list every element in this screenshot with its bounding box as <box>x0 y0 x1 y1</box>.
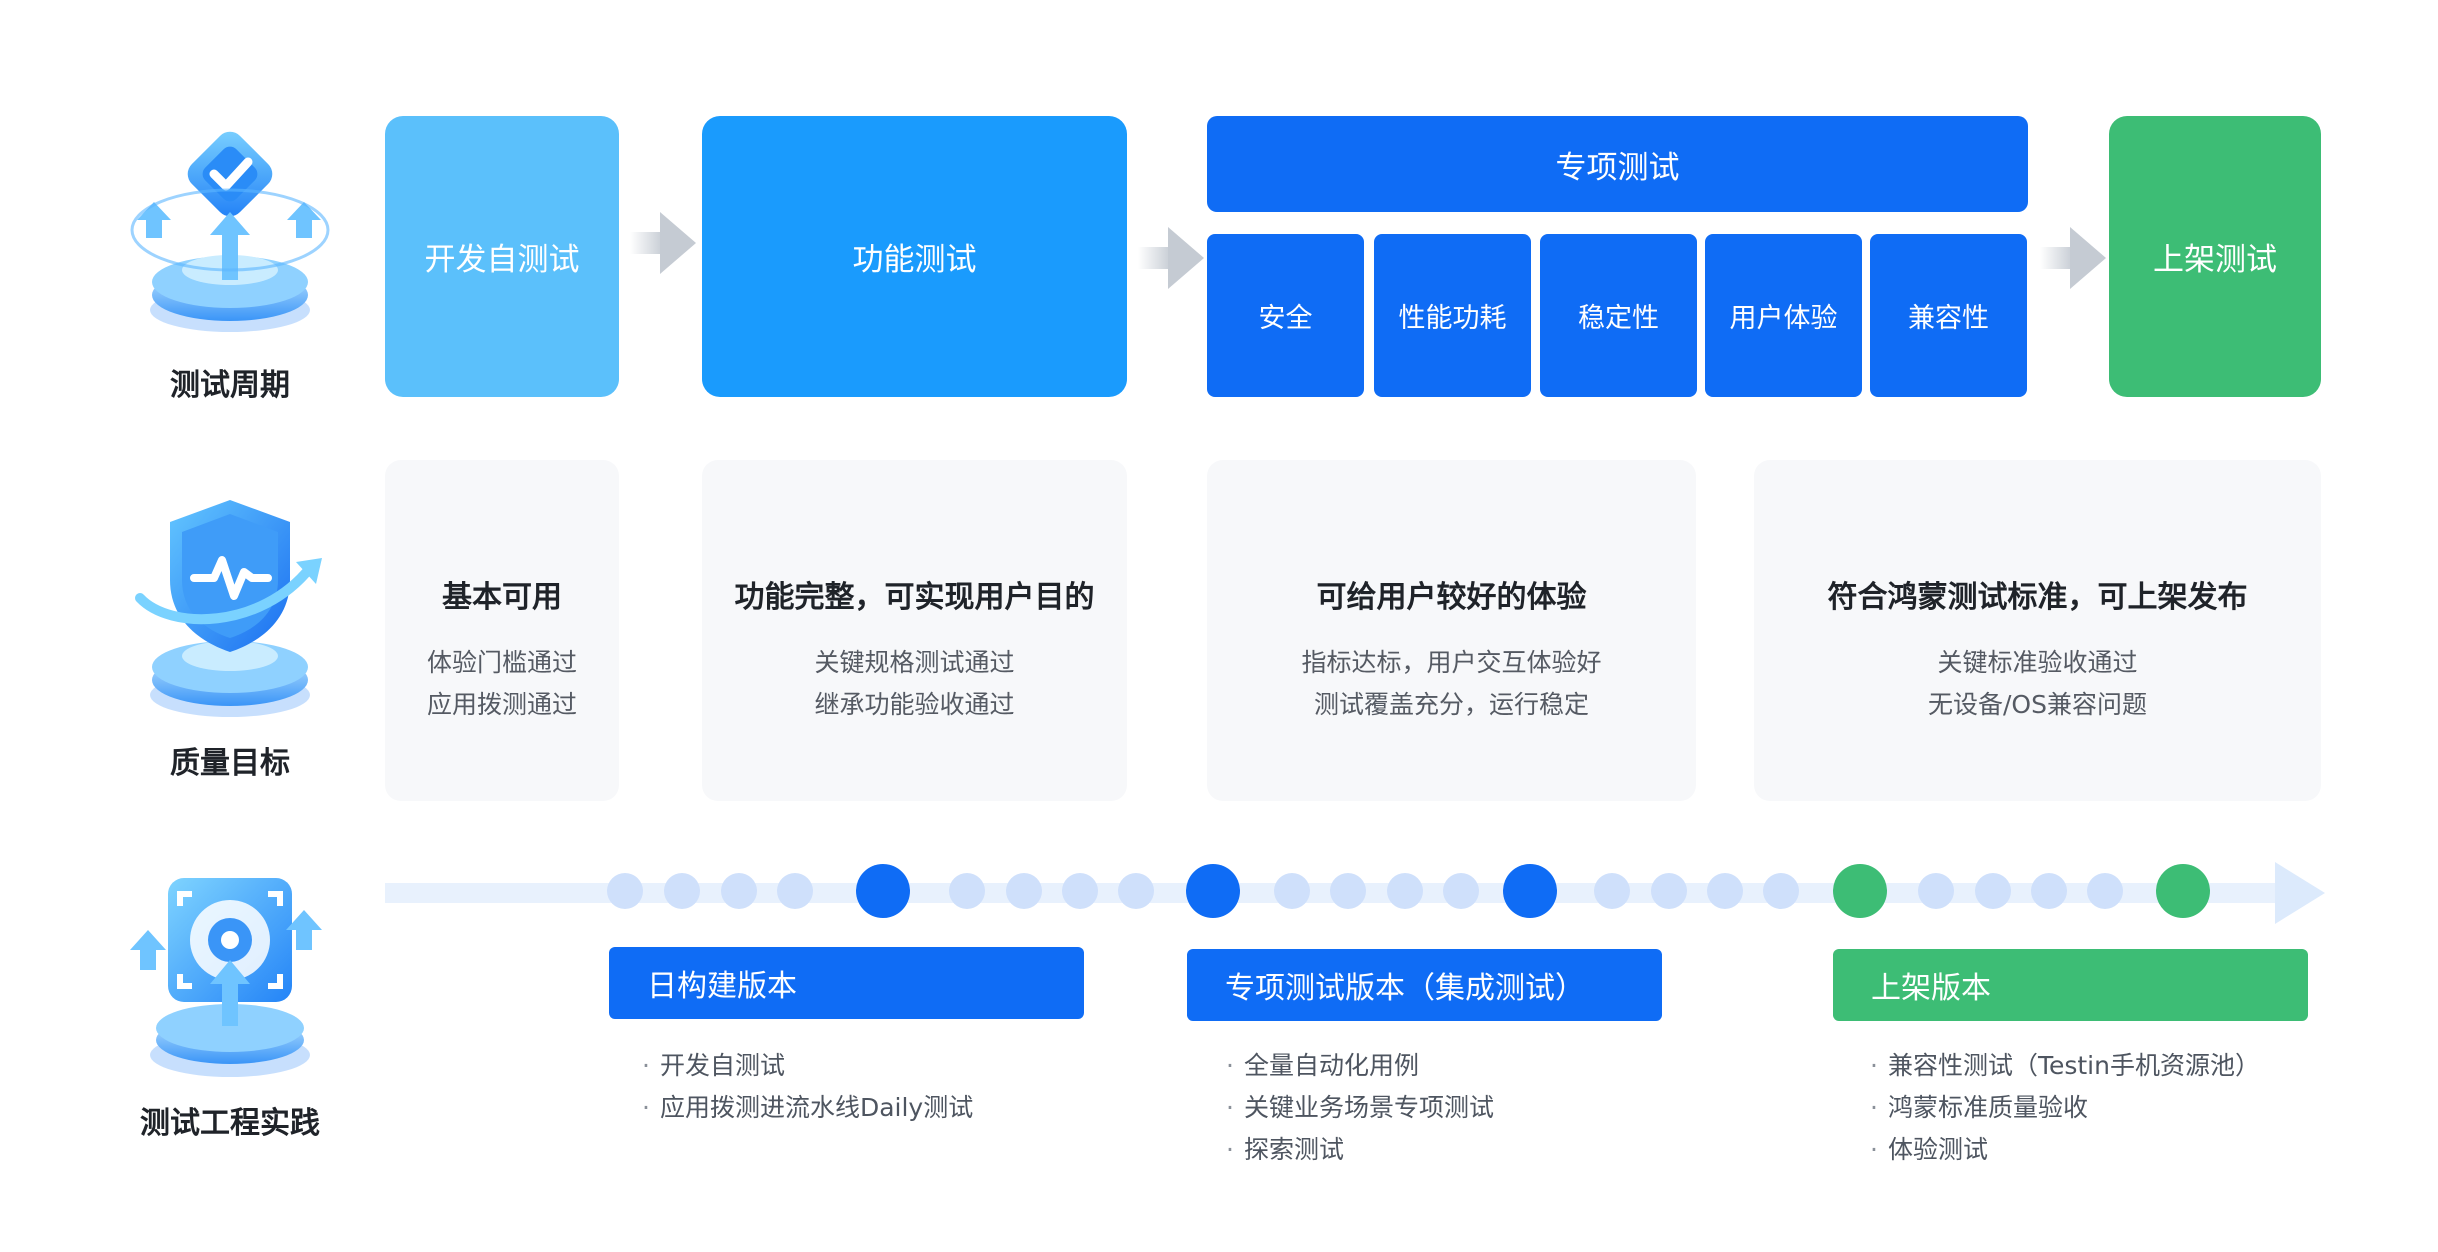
bullet-marker: · <box>1870 1051 1878 1080</box>
milestone-daily-build <box>856 864 910 918</box>
goal-title: 基本可用 <box>442 580 562 615</box>
version-item: · 开发自测试 <box>642 1046 785 1082</box>
timeline-dot <box>1594 873 1630 909</box>
version-item: · 体验测试 <box>1870 1130 1988 1166</box>
timeline-dot <box>1330 873 1366 909</box>
timeline-dot <box>1918 873 1954 909</box>
milestone-release-version <box>2156 864 2210 918</box>
goal-line: 测试覆盖充分，运行稳定 <box>1313 690 1589 719</box>
timeline-dot <box>949 873 985 909</box>
pulse-shield-icon <box>135 500 322 717</box>
version-item-text: 兼容性测试（Testin手机资源池） <box>1887 1051 2260 1080</box>
goal-line: 关键标准验收通过 <box>1937 648 2138 677</box>
special-item-compatibility: 兼容性 <box>1870 234 2027 397</box>
goal-line: 无设备/OS兼容问题 <box>1928 690 2147 719</box>
row-label-goal: 质量目标 <box>170 746 290 781</box>
special-item-performance: 性能功耗 <box>1374 234 1531 397</box>
goal-line: 关键规格测试通过 <box>814 648 1015 677</box>
timeline-dot <box>1274 873 1310 909</box>
bullet-marker: · <box>642 1093 650 1122</box>
bullet-marker: · <box>642 1051 650 1080</box>
goal-title: 可给用户较好的体验 <box>1316 580 1587 615</box>
version-item: · 全量自动化用例 <box>1226 1046 1419 1082</box>
goal-title: 符合鸿蒙测试标准，可上架发布 <box>1827 580 2248 615</box>
version-item-text: 开发自测试 <box>659 1051 785 1080</box>
version-item: · 应用拨测进流水线Daily测试 <box>642 1088 973 1124</box>
timeline-dot <box>1443 873 1479 909</box>
goal-line: 体验门槛通过 <box>426 648 577 677</box>
special-item-user-experience: 用户体验 <box>1705 234 1862 397</box>
special-item-stability: 稳定性 <box>1540 234 1697 397</box>
timeline-dot <box>1118 873 1154 909</box>
milestone-release-start <box>1833 864 1887 918</box>
goal-line: 指标达标，用户交互体验好 <box>1301 648 1602 677</box>
phase-functional-test: 功能测试 <box>702 116 1127 397</box>
timeline-dot <box>2087 873 2123 909</box>
timeline-dot <box>1387 873 1423 909</box>
bullet-marker: · <box>1226 1051 1234 1080</box>
version-item-text: 全量自动化用例 <box>1243 1051 1419 1080</box>
version-item-text: 探索测试 <box>1243 1135 1344 1164</box>
arrow-right-icon <box>2040 227 2106 289</box>
milestone-integration <box>1503 864 1557 918</box>
version-item: · 关键业务场景专项测试 <box>1226 1088 1494 1124</box>
phase-dev-self-test: 开发自测试 <box>385 116 619 397</box>
timeline-dot <box>1707 873 1743 909</box>
goal-card-experience: 可给用户较好的体验 指标达标，用户交互体验好 测试覆盖充分，运行稳定 <box>1207 460 1696 801</box>
arrow-right-icon <box>1138 227 1204 289</box>
timeline-dot <box>2031 873 2067 909</box>
timeline-dot <box>664 873 700 909</box>
timeline-dot <box>1975 873 2011 909</box>
goal-card-basic: 基本可用 体验门槛通过 应用拨测通过 <box>385 460 619 801</box>
timeline-dot <box>607 873 643 909</box>
timeline-dot <box>1763 873 1799 909</box>
timeline-dot <box>777 873 813 909</box>
version-special-test: 专项测试版本（集成测试） <box>1187 949 1662 1021</box>
timeline-dot <box>721 873 757 909</box>
goal-title: 功能完整，可实现用户目的 <box>734 580 1095 615</box>
bullet-marker: · <box>1226 1135 1234 1164</box>
row-label-practice: 测试工程实践 <box>140 1106 320 1141</box>
version-item: · 兼容性测试（Testin手机资源池） <box>1870 1046 2260 1082</box>
phase-special-test: 专项测试 <box>1207 116 2028 212</box>
bullet-marker: · <box>1870 1135 1878 1164</box>
version-item: · 探索测试 <box>1226 1130 1344 1166</box>
phase-release-test: 上架测试 <box>2109 116 2321 397</box>
version-item: · 鸿蒙标准质量验收 <box>1870 1088 2088 1124</box>
version-item-text: 关键业务场景专项测试 <box>1243 1093 1494 1122</box>
special-item-security: 安全 <box>1207 234 1364 397</box>
bullet-marker: · <box>1870 1093 1878 1122</box>
version-item-text: 应用拨测进流水线Daily测试 <box>659 1093 974 1122</box>
milestone-special-version <box>1186 864 1240 918</box>
goal-line: 应用拨测通过 <box>426 690 577 719</box>
version-release: 上架版本 <box>1833 949 2308 1021</box>
row-label-cycle: 测试周期 <box>170 368 290 403</box>
goal-line: 继承功能验收通过 <box>814 690 1015 719</box>
bullet-marker: · <box>1226 1093 1234 1122</box>
version-item-text: 体验测试 <box>1887 1135 1988 1164</box>
goal-card-functional: 功能完整，可实现用户目的 关键规格测试通过 继承功能验收通过 <box>702 460 1127 801</box>
timeline-dot <box>1651 873 1687 909</box>
timeline-dot <box>1006 873 1042 909</box>
target-scan-icon <box>130 878 322 1077</box>
timeline-dot <box>1062 873 1098 909</box>
version-item-text: 鸿蒙标准质量验收 <box>1887 1093 2088 1122</box>
goal-card-release: 符合鸿蒙测试标准，可上架发布 关键标准验收通过 无设备/OS兼容问题 <box>1754 460 2321 801</box>
arrow-right-icon <box>630 212 696 274</box>
check-shield-stack-icon <box>130 131 330 332</box>
version-daily-build: 日构建版本 <box>609 947 1084 1019</box>
